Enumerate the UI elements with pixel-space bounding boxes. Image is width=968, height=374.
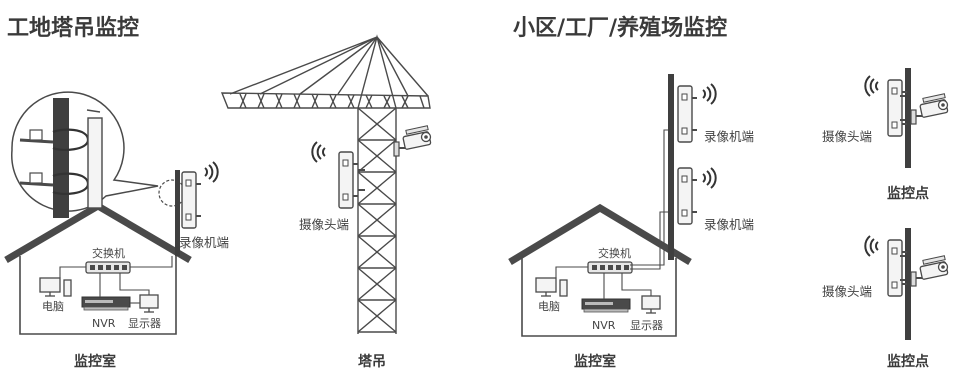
left-title: 工地塔吊监控 [7, 15, 139, 41]
right-bridge-2 [677, 167, 698, 225]
left-switch [85, 261, 131, 274]
left-bridge [181, 171, 202, 229]
right-cables [555, 129, 668, 299]
right-switch [587, 261, 633, 274]
right-pc-label: 电脑 [538, 300, 560, 313]
point-1-camera-label: 摄像头端 [822, 129, 872, 144]
crane [220, 34, 431, 334]
point-1-waves-icon [864, 75, 879, 97]
right-switch-label: 交换机 [598, 246, 631, 260]
point-2-waves-icon [864, 235, 879, 257]
right-bridge-2-label: 录像机端 [704, 217, 754, 232]
left-zoom-bubble [11, 91, 159, 218]
right-bridge-2-waves-icon [702, 167, 717, 189]
right-monitor-label: 显示器 [630, 319, 663, 332]
left-monitor [139, 294, 159, 313]
right-bridge-1 [677, 85, 698, 143]
left-pc-label: 电脑 [42, 300, 64, 313]
point-2-camera-label: 摄像头端 [822, 284, 872, 299]
left-monitor-label: 显示器 [128, 317, 161, 330]
left-switch-label: 交换机 [92, 246, 125, 260]
right-bridge-1-label: 录像机端 [704, 129, 754, 144]
crane-camera-label: 摄像头端 [299, 217, 349, 232]
left-bridge-label: 录像机端 [179, 235, 229, 250]
right-monitor [641, 295, 661, 314]
left-nvr-label: NVR [92, 317, 116, 330]
point-1 [864, 68, 949, 168]
left-house-pole [175, 170, 180, 256]
right-nvr [581, 298, 631, 313]
crane-bridge-waves-icon [311, 141, 326, 163]
point-1-camera-icon [910, 92, 949, 125]
crane-camera-icon [393, 124, 432, 157]
left-house-caption: 监控室 [74, 353, 116, 370]
point-2-caption: 监控点 [887, 353, 929, 370]
left-cables [59, 256, 173, 304]
point-2 [864, 228, 949, 340]
right-bridge-1-waves-icon [702, 83, 717, 105]
right-scene: 小区/工厂/养殖场监控 录像机端 录像机端 交换机 电脑 NVR 显示器 [508, 15, 949, 370]
left-nvr [81, 296, 131, 311]
right-house-caption: 监控室 [574, 353, 616, 370]
right-title: 小区/工厂/养殖场监控 [513, 15, 727, 41]
right-pc [535, 277, 568, 297]
crane-caption: 塔吊 [358, 353, 386, 370]
left-scene: 工地塔吊监控 录像机端 交换机 [4, 15, 432, 370]
right-nvr-label: NVR [592, 319, 616, 332]
left-bridge-waves-icon [204, 161, 219, 183]
point-2-camera-icon [910, 254, 949, 287]
left-pc [39, 277, 72, 297]
left-zoom-target [158, 179, 186, 207]
crane-bridge [338, 151, 359, 209]
right-pole [668, 74, 674, 260]
point-1-caption: 监控点 [887, 185, 929, 202]
